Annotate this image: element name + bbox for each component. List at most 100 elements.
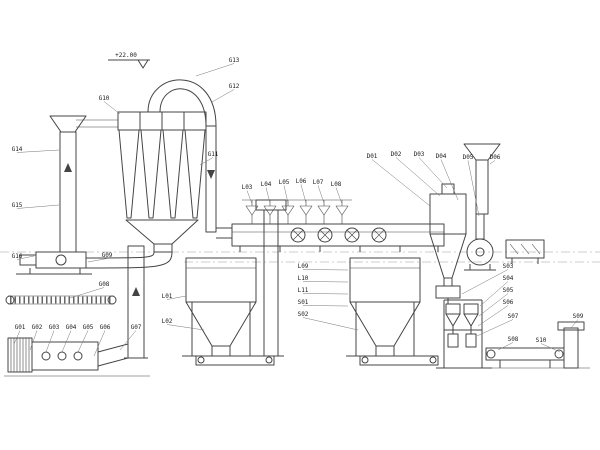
leader-G01 — [13, 330, 21, 345]
leader-G06 — [93, 330, 106, 357]
leader-G15 — [16, 204, 60, 209]
label-S03: S03 — [503, 263, 514, 270]
label-S10: S10 — [536, 337, 547, 344]
leader-G09 — [87, 258, 108, 263]
leader-L05 — [283, 185, 289, 204]
leader-L03 — [246, 190, 253, 205]
label-L08: L08 — [331, 181, 342, 188]
label-G16: G16 — [12, 253, 23, 260]
leader-S06 — [477, 305, 509, 327]
label-L02: L02 — [162, 318, 173, 325]
leader-G12 — [211, 89, 235, 103]
label-G05: G05 — [83, 324, 94, 331]
label-G09: G09 — [102, 252, 113, 259]
label-S01: S01 — [298, 299, 309, 306]
leader-G11 — [199, 157, 214, 166]
bagging-conveyor — [480, 347, 590, 369]
label-S04: S04 — [503, 275, 514, 282]
label-L01: L01 — [162, 293, 173, 300]
label-L03: L03 — [242, 184, 253, 191]
leader-S09 — [570, 319, 579, 329]
leader-L11 — [302, 293, 349, 295]
label-G14: G14 — [12, 146, 23, 153]
exhaust-stack-left — [49, 115, 87, 253]
product-hopper-2 — [346, 257, 439, 366]
label-D01: D01 — [367, 153, 378, 160]
leader-G05 — [77, 330, 89, 353]
leader-D01 — [371, 159, 431, 207]
leader-G02 — [29, 330, 38, 351]
leader-L10 — [302, 281, 349, 283]
label-+22.00: +22.00 — [115, 52, 137, 59]
label-G06: G06 — [100, 324, 111, 331]
leader-G10 — [103, 101, 121, 115]
label-G04: G04 — [66, 324, 77, 331]
elevation-marker — [108, 59, 150, 69]
label-D02: D02 — [391, 151, 402, 158]
furnace — [4, 337, 150, 377]
packing-station — [436, 299, 492, 369]
leader-L08 — [335, 187, 343, 205]
label-L10: L10 — [298, 275, 309, 282]
stack-duct — [76, 119, 118, 128]
exhaust-stack-right — [463, 143, 501, 215]
product-hopper-1 — [182, 257, 275, 366]
leader-D02 — [395, 157, 441, 197]
leader-S05 — [478, 293, 509, 317]
fluid-bed-dryer — [231, 223, 445, 252]
label-S08: S08 — [508, 336, 519, 343]
leader-S03 — [461, 269, 509, 295]
leader-G07 — [119, 330, 137, 351]
label-S07: S07 — [508, 313, 519, 320]
label-G03: G03 — [49, 324, 60, 331]
cyclone-battery — [117, 79, 232, 253]
leader-G16 — [16, 255, 35, 260]
leader-L02 — [166, 324, 205, 331]
silencer-box — [505, 239, 545, 264]
label-L06: L06 — [296, 178, 307, 185]
label-D04: D04 — [436, 153, 447, 160]
label-G13: G13 — [229, 57, 240, 64]
leader-D04 — [440, 159, 459, 201]
hot-air-riser — [124, 245, 148, 359]
leader-D03 — [418, 157, 448, 189]
leader-L07 — [317, 185, 325, 204]
leader-S08 — [497, 342, 514, 351]
label-D03: D03 — [414, 151, 425, 158]
leader-G04 — [61, 330, 72, 353]
leader-S04 — [479, 281, 509, 307]
label-L05: L05 — [279, 179, 290, 186]
label-S05: S05 — [503, 287, 514, 294]
leader-L06 — [300, 184, 307, 204]
label-L04: L04 — [261, 181, 272, 188]
leader-S10 — [540, 343, 561, 353]
cyclone-separator-right — [429, 183, 467, 304]
label-L11: L11 — [298, 287, 309, 294]
label-G10: G10 — [99, 95, 110, 102]
label-G11: G11 — [208, 151, 219, 158]
leader-S07 — [476, 319, 514, 337]
leader-D06 — [489, 160, 496, 165]
leader-L09 — [302, 269, 349, 271]
label-S09: S09 — [573, 313, 584, 320]
exhaust-fan-right — [464, 213, 496, 271]
label-G12: G12 — [229, 83, 240, 90]
main-blower — [16, 251, 92, 275]
leader-G03 — [45, 330, 55, 353]
label-G15: G15 — [12, 202, 23, 209]
leader-S02 — [302, 317, 359, 331]
leader-L01 — [166, 295, 187, 300]
label-G07: G07 — [131, 324, 142, 331]
leader-D05 — [467, 160, 480, 217]
feeder-row — [242, 199, 352, 224]
label-S02: S02 — [298, 311, 309, 318]
label-L09: L09 — [298, 263, 309, 270]
datum-lines — [0, 251, 600, 263]
bucket-elevator — [557, 321, 585, 369]
leader-G13 — [195, 63, 235, 77]
label-D05: D05 — [463, 154, 474, 161]
leader-G08 — [69, 287, 105, 299]
